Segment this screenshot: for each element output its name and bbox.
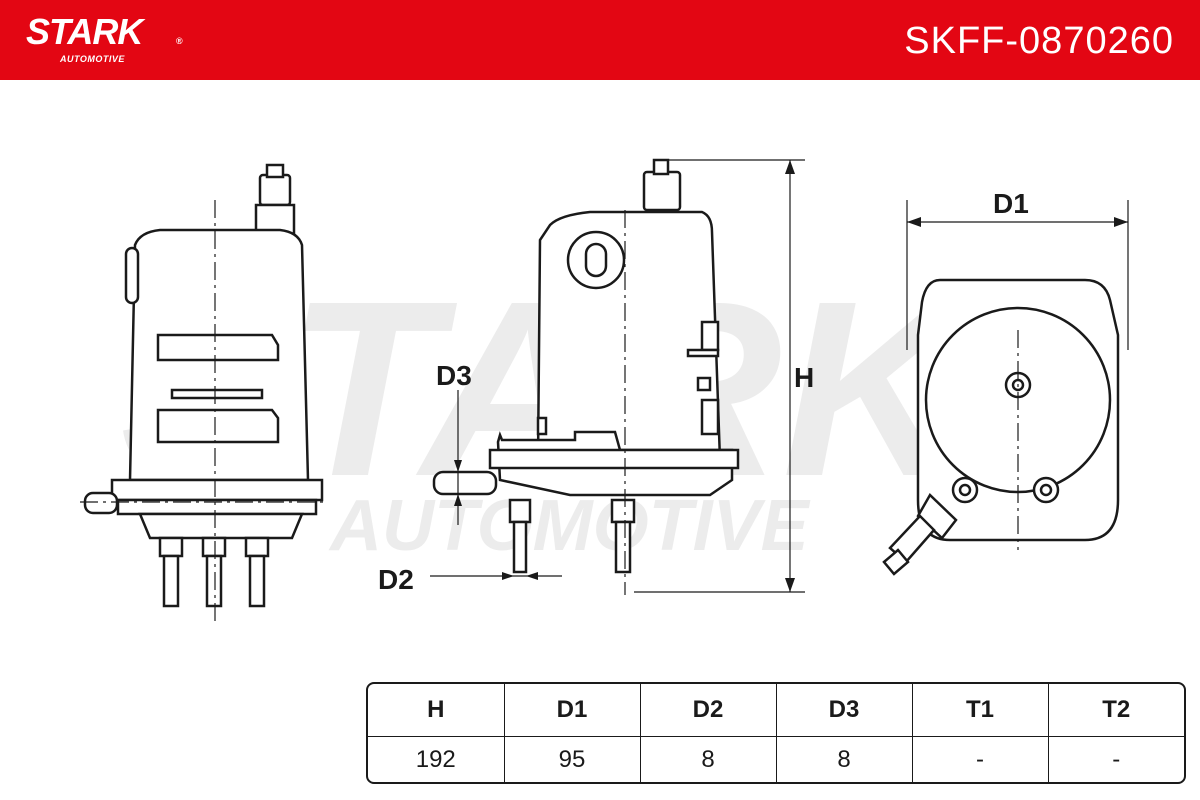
spec-header-t1: T1 bbox=[912, 684, 1049, 737]
spec-header-t2: T2 bbox=[1048, 684, 1184, 737]
spec-header-d1: D1 bbox=[504, 684, 641, 737]
spec-value-h: 192 bbox=[368, 736, 505, 782]
spec-header-row: H D1 D2 D3 T1 T2 bbox=[368, 684, 1184, 737]
logo-registered-mark: ® bbox=[176, 36, 183, 46]
spec-header-d2: D2 bbox=[640, 684, 777, 737]
logo-subtitle: AUTOMOTIVE bbox=[60, 54, 125, 64]
spec-value-row: 192 95 8 8 - - bbox=[368, 736, 1184, 782]
spec-header-d3: D3 bbox=[776, 684, 913, 737]
filter-top-view bbox=[882, 200, 1129, 576]
header-bar: STARK AUTOMOTIVE ® SKFF-0870260 bbox=[0, 0, 1200, 80]
logo-brand: STARK bbox=[26, 11, 143, 52]
spec-value-t2: - bbox=[1112, 745, 1121, 773]
part-number: SKFF-0870260 bbox=[904, 20, 1174, 62]
spec-header-h: H bbox=[368, 684, 505, 737]
dimension-label-d3: D3 bbox=[436, 360, 472, 391]
spec-value-d1: 95 bbox=[504, 736, 641, 782]
technical-drawing: STARK AUTOMOTIVE ® bbox=[0, 80, 1200, 680]
dimension-label-d2: D2 bbox=[378, 564, 414, 595]
filter-front-view bbox=[80, 163, 325, 625]
specification-table: H D1 D2 D3 T1 T2 192 95 8 8 - - bbox=[366, 682, 1186, 784]
filter-side-view bbox=[430, 158, 805, 595]
dimension-label-h: H bbox=[794, 362, 815, 393]
spec-value-d2: 8 bbox=[640, 736, 777, 782]
spec-value-t1: - bbox=[912, 736, 1049, 782]
stark-logo: STARK AUTOMOTIVE ® bbox=[26, 11, 183, 65]
spec-value-d3: 8 bbox=[776, 736, 913, 782]
dimension-label-d1: D1 bbox=[993, 188, 1029, 219]
